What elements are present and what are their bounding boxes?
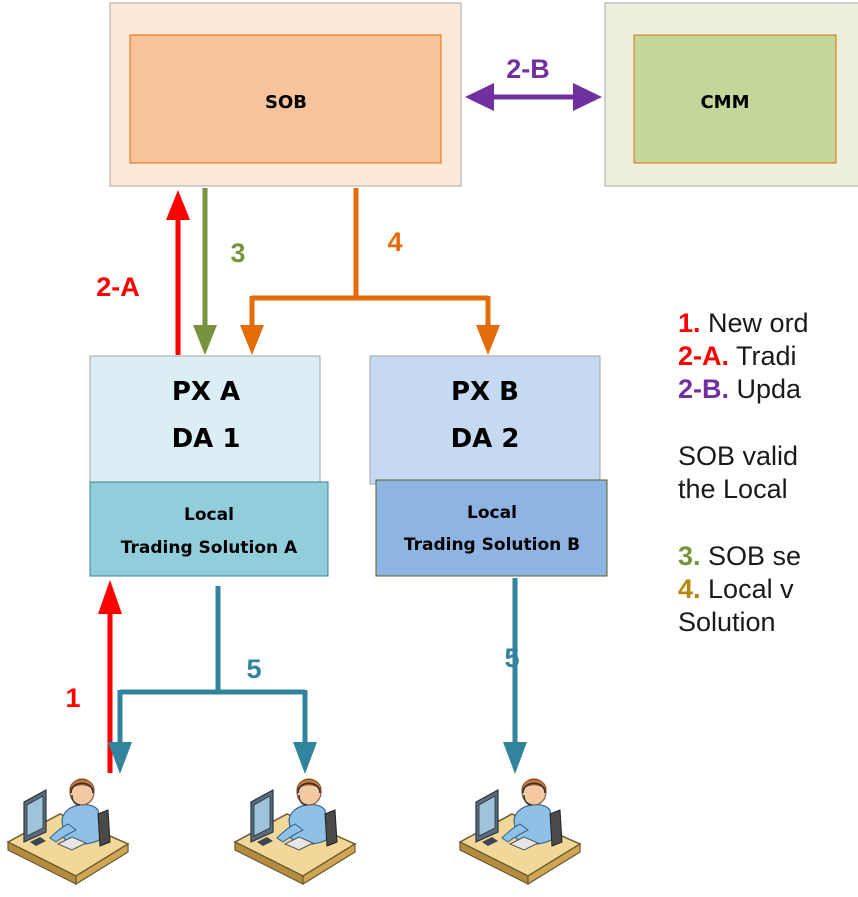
legend-item-4-text: Local v	[700, 574, 794, 604]
arrow-1-label: 1	[65, 683, 80, 713]
legend-item-2b-text: Upda	[729, 374, 802, 404]
local-trading-a-box: Local Trading Solution A	[89, 481, 329, 577]
legend: 1. New ord 2-A. Tradi 2-B. Upda SOB vali…	[678, 307, 858, 639]
legend-item-3-text: SOB se	[700, 541, 802, 571]
trader-workstation-icon	[458, 778, 582, 886]
local-a-line2: Trading Solution A	[121, 538, 298, 558]
arrow-5-left: 5	[108, 586, 317, 774]
cmm-box: CMM	[604, 2, 858, 187]
legend-item-3: 3. SOB se	[678, 540, 858, 573]
arrow-5-right-label: 5	[504, 643, 519, 673]
arrow-4-label: 4	[387, 227, 402, 257]
legend-item-3-num: 3.	[678, 541, 701, 571]
arrow-2a: 2-A	[96, 190, 190, 355]
legend-item-1-text: New ord	[700, 308, 809, 338]
trader-workstation-icon	[6, 778, 130, 886]
sob-label: SOB	[265, 92, 307, 113]
legend-item-2a-num: 2-A.	[678, 341, 730, 371]
legend-item-1-num: 1.	[678, 308, 701, 338]
arrow-3-label: 3	[230, 238, 245, 268]
legend-item-2b-num: 2-B.	[678, 374, 730, 404]
px-a-box: PX A DA 1	[89, 355, 321, 485]
legend-paragraph-line2: the Local	[678, 474, 788, 504]
legend-item-2a: 2-A. Tradi	[678, 340, 858, 373]
arrow-2b-label: 2-B	[506, 54, 550, 84]
cmm-label: CMM	[700, 92, 749, 113]
legend-item-2b: 2-B. Upda	[678, 373, 858, 406]
px-b-line2: DA 2	[451, 424, 520, 454]
px-a-line2: DA 1	[172, 424, 241, 454]
local-trading-b-box: Local Trading Solution B	[375, 479, 608, 577]
legend-item-4-num: 4.	[678, 574, 701, 604]
legend-item-2a-text: Tradi	[729, 341, 797, 371]
trader-workstation-icon	[233, 778, 357, 886]
local-a-line1: Local	[184, 505, 234, 525]
legend-paragraph-line1: SOB valid	[678, 441, 799, 471]
px-b-line1: PX B	[451, 377, 519, 407]
arrow-5-left-label: 5	[246, 654, 261, 684]
px-a-line1: PX A	[172, 377, 240, 407]
sob-box: SOB	[109, 2, 462, 187]
arrow-4: 4	[240, 188, 500, 355]
arrow-3: 3	[193, 188, 246, 355]
local-b-line2: Trading Solution B	[404, 535, 580, 555]
arrow-2b: 2-B	[465, 54, 602, 111]
arrow-5-right: 5	[503, 578, 527, 774]
legend-item-1: 1. New ord	[678, 307, 858, 340]
legend-item-4-cont: Solution	[678, 607, 776, 637]
local-b-line1: Local	[467, 503, 517, 523]
arrow-2a-label: 2-A	[96, 272, 140, 302]
px-b-box: PX B DA 2	[369, 355, 601, 485]
legend-item-4: 4. Local v	[678, 573, 858, 606]
